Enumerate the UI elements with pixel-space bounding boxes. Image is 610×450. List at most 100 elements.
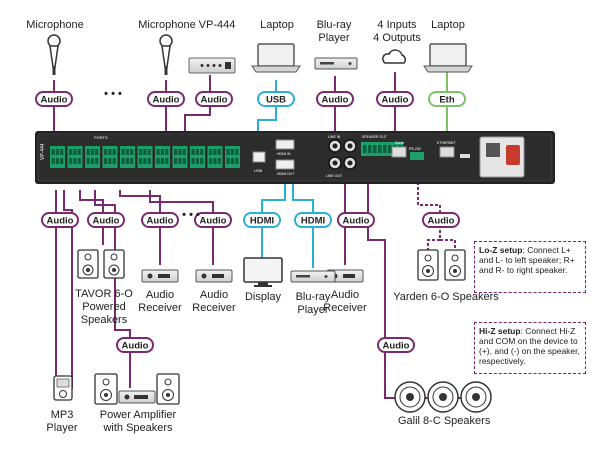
usb-badge-label: USB	[266, 95, 286, 106]
ports-label: PORTS	[94, 135, 108, 140]
mp3-label: MP3 Player	[46, 409, 78, 434]
hdmi-badge: HDMI	[243, 212, 281, 228]
hdmi-out-port	[275, 159, 295, 170]
hiz-setup-note: Hi-Z setup: Connect Hi-Z and COM on the …	[474, 322, 586, 374]
hdmi-badge-label: HDMI	[301, 216, 325, 227]
audio-badge-label: Audio	[153, 95, 180, 106]
speaker-pin	[363, 145, 367, 153]
bluray-player-icon	[290, 270, 336, 283]
audio-badge: Audio	[41, 212, 79, 228]
eth-badge: Eth	[428, 91, 466, 107]
audio-badge-label: Audio	[122, 341, 149, 352]
laptop-1-label: Laptop	[260, 19, 294, 31]
microphone-1-label: Microphone	[26, 19, 84, 31]
cable-hdmi-display	[261, 182, 286, 258]
audio-badge: Audio	[194, 212, 232, 228]
tavor-speaker-icon	[77, 249, 125, 279]
audio-badge: Audio	[376, 91, 414, 107]
mp3-player-icon	[53, 375, 73, 401]
laptop-2-label: Laptop	[431, 19, 465, 31]
cable-galil	[367, 182, 410, 399]
yarden-label: Yarden 6-O Speakers	[393, 291, 499, 303]
cloud-network-icon	[382, 49, 406, 64]
laptop-icon	[251, 43, 301, 73]
speaker-pin	[368, 145, 372, 153]
rs232-port	[410, 152, 424, 160]
line-out-label: LINE OUT	[326, 174, 343, 178]
galil-speaker-icon	[394, 381, 492, 413]
loz-setup-text: Connect L+ and L- to left speaker; R+ an…	[479, 245, 575, 275]
hdmi-in-port	[275, 139, 295, 150]
reset-button	[460, 154, 470, 158]
tavor-label: TAVOR 6-O Powered Speakers	[75, 288, 133, 326]
audio-badge: Audio	[141, 212, 179, 228]
vp444-label: VP-444	[198, 19, 236, 31]
speaker-pin	[388, 145, 392, 153]
laptop-icon	[423, 43, 473, 73]
display-icon	[243, 257, 283, 287]
ethernet-label: ETHERNET	[437, 141, 457, 145]
cable-yarden-l	[427, 239, 440, 250]
speaker-pin	[378, 145, 382, 153]
dante-label: Dante	[395, 141, 404, 145]
panel-model-label: VP-444	[40, 143, 46, 160]
cable-yarden	[417, 182, 441, 240]
loz-setup-note: Lo-Z setup: Connect L+ and L- to left sp…	[474, 241, 586, 293]
cable-receiver-2	[149, 190, 214, 265]
power-switch	[506, 145, 520, 165]
audio-badge-label: Audio	[200, 216, 227, 227]
vp444-rear-panel: VP-444 PORTS USB HDMI IN HDMI OUT LINE I…	[35, 131, 555, 184]
audio-receiver-icon	[195, 269, 233, 283]
audio-badge: Audio	[147, 91, 185, 107]
audio-badge-label: Audio	[382, 95, 409, 106]
audio-badge-label: Audio	[428, 216, 455, 227]
receiver-1-label: Audio Receiver	[138, 289, 182, 314]
cable-yarden-r	[440, 239, 456, 250]
dante-port	[391, 146, 407, 158]
audio-badge: Audio	[316, 91, 354, 107]
hiz-setup-title: Hi-Z setup	[479, 326, 521, 336]
eth-badge-label: Eth	[439, 95, 455, 106]
audio-badge-label: Audio	[147, 216, 174, 227]
receiver-2-label: Audio Receiver	[192, 289, 236, 314]
bluray-top-label: Blu-ray Player	[316, 19, 352, 44]
hdmi-in-label: HDMI IN	[277, 152, 291, 156]
loz-setup-title: Lo-Z setup	[479, 245, 523, 255]
speaker-pin	[383, 145, 387, 153]
vp444-device-icon	[188, 57, 236, 74]
audio-badge-label: Audio	[201, 95, 228, 106]
hdmi-badge-label: HDMI	[250, 216, 274, 227]
amplifier-label: Power Amplifier with Speakers	[99, 409, 177, 434]
audio-badge: Audio	[422, 212, 460, 228]
audio-badge: Audio	[337, 212, 375, 228]
cable-hdmi-bluray	[292, 182, 314, 268]
line-in-label: LINE IN	[328, 135, 341, 139]
usb-port	[252, 151, 266, 163]
speaker-out-label: SPEAKER OUT	[362, 135, 388, 139]
microphone-2-label: Microphone	[138, 19, 196, 31]
audio-badge-label: Audio	[47, 216, 74, 227]
hiz-setup-text: Connect Hi-Z and COM on the device to (+…	[479, 326, 580, 366]
audio-badge: Audio	[35, 91, 73, 107]
audio-badge: Audio	[116, 337, 154, 353]
microphone-icon	[159, 34, 173, 75]
audio-receiver-icon	[141, 269, 179, 283]
yarden-speaker-icon	[417, 249, 466, 281]
ellipsis-bottom: • • •	[182, 209, 200, 221]
hdmi-out-label: HDMI OUT	[277, 172, 295, 176]
bluray-player-icon	[314, 57, 358, 70]
ellipsis-top: • • •	[104, 88, 122, 100]
inputs-outputs-label: 4 Inputs 4 Outputs	[373, 19, 421, 44]
audio-badge-label: Audio	[383, 341, 410, 352]
audio-badge: Audio	[87, 212, 125, 228]
audio-badge-label: Audio	[93, 216, 120, 227]
audio-badge-label: Audio	[41, 95, 68, 106]
galil-label: Galil 8-C Speakers	[398, 415, 491, 427]
audio-badge-label: Audio	[322, 95, 349, 106]
usb-badge: USB	[257, 91, 295, 107]
microphone-icon	[47, 34, 61, 75]
audio-badge: Audio	[377, 337, 415, 353]
usb-port-label: USB	[254, 168, 263, 173]
